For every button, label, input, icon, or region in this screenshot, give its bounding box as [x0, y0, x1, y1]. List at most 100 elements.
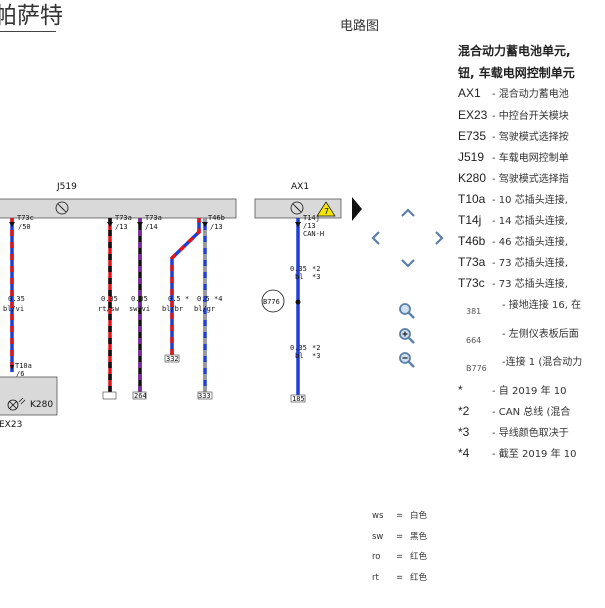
- connector-b776: B776: [261, 289, 285, 313]
- color-name: 白色: [410, 511, 428, 521]
- ground-number: 264: [134, 392, 147, 400]
- color-eq: =: [396, 511, 404, 521]
- pin-sub: /13: [115, 223, 128, 231]
- wire-t46b-13: T46b /13 0.5 *4 bl/gr 333: [194, 214, 225, 400]
- wire-t73c-50: T73c /50 0.35 bl/vi: [3, 214, 34, 372]
- legend-code: EX23: [458, 108, 488, 122]
- wire-color: rt/sw: [98, 305, 120, 313]
- magnifier-icon: [399, 303, 415, 319]
- document-title: 电路图: [340, 19, 380, 34]
- note-mark: *3: [458, 425, 470, 439]
- legend-code: T73a: [458, 255, 486, 269]
- legend-code: T73c: [458, 276, 485, 290]
- wire-mark: *2: [312, 265, 320, 273]
- legend-item: K280 - 驾驶模式选择指: [458, 169, 569, 187]
- legend-number: B776: [466, 364, 487, 373]
- zoom-in-button[interactable]: [397, 326, 417, 346]
- legend-numbered-item: B776 -连接 1 (混合动力: [458, 353, 583, 373]
- legend-note: *2- CAN 总线 (混合: [458, 402, 570, 420]
- note-desc: - 截至 2019 年 10: [492, 449, 577, 460]
- wire-color: bl: [295, 352, 303, 360]
- wire-mark: *3: [312, 273, 320, 281]
- legend-code: K280: [458, 171, 487, 185]
- zoom-fit-button[interactable]: [397, 301, 417, 321]
- ground-number: 332: [166, 355, 179, 363]
- wire-t73a-14: T73a /14 0.35 sw/vi 264: [129, 214, 162, 400]
- signal-label: CAN-H: [303, 230, 324, 238]
- pin-label: T73c: [17, 214, 34, 222]
- legend-title-line2: 钮, 车载电网控制单元: [458, 66, 575, 80]
- wire-color: bl: [295, 273, 303, 281]
- color-code: rt: [372, 573, 379, 583]
- legend-desc: - 73 芯插头连接,: [492, 279, 568, 290]
- wire-mark: *2: [312, 344, 320, 352]
- color-eq: =: [396, 552, 404, 562]
- zoom-out-button[interactable]: [397, 350, 417, 370]
- wire-size: 0.35: [101, 295, 118, 303]
- legend-item: T10a - 10 芯插头连接,: [458, 190, 568, 208]
- legend-note: *4 - 截至 2019 年 10: [458, 444, 577, 462]
- legend-item: T46b- 46 芯插头连接,: [458, 232, 568, 250]
- legend-desc: - 左侧仪表板后面: [502, 329, 579, 340]
- legend-desc: - 73 芯插头连接,: [492, 258, 568, 269]
- pan-up-button[interactable]: [398, 203, 418, 223]
- legend-item: T73c - 73 芯插头连接,: [458, 274, 568, 292]
- wire-size: 0.5: [197, 295, 210, 303]
- chevron-down-icon: [401, 259, 415, 268]
- legend-code: AX1: [458, 86, 481, 100]
- pin-sub: /13: [210, 223, 223, 231]
- wire-bl-br: 0.5 * bl/br 332: [162, 218, 201, 363]
- note-mark: *4: [458, 446, 470, 460]
- note-mark: *2: [458, 404, 470, 418]
- ground-number: 185: [292, 395, 305, 403]
- t10a-label: T10a: [15, 362, 32, 370]
- pin-label: T46b: [208, 214, 225, 222]
- legend-desc: - 驾驶模式选择指: [492, 174, 569, 185]
- legend-desc: - 接地连接 16, 在: [502, 300, 582, 311]
- legend-note: *3 - 导线颜色取决于: [458, 423, 569, 441]
- color-eq: =: [396, 573, 404, 583]
- note-desc: - 自 2019 年 10: [492, 386, 567, 397]
- pin-label: T73a: [115, 214, 132, 222]
- legend-desc: - 14 芯插头连接,: [492, 216, 568, 227]
- pin-label: T14j: [303, 214, 320, 222]
- label-j519: J519: [56, 182, 77, 192]
- pan-left-button[interactable]: [366, 228, 386, 248]
- panel-toggle-icon[interactable]: [352, 197, 362, 221]
- legend-desc: - 10 芯插头连接,: [492, 195, 568, 206]
- legend-code: T14j: [458, 213, 482, 227]
- pan-right-button[interactable]: [429, 228, 449, 248]
- color-code: sw: [372, 532, 384, 542]
- k280-label: K280: [30, 400, 53, 410]
- chevron-up-icon: [401, 208, 415, 217]
- legend-desc: - 中控台开关模块: [492, 111, 569, 122]
- legend-numbered-item: 381 - 接地连接 16, 在: [458, 296, 582, 316]
- wire-t14j-13: T14j /13 CAN-H 0.35 *2 bl *3 0.35 *2 bl …: [290, 214, 324, 403]
- pan-down-button[interactable]: [398, 253, 418, 273]
- legend-code: T10a: [458, 192, 486, 206]
- zoom-in-icon: [399, 328, 415, 344]
- legend-desc: -连接 1 (混合动力: [502, 357, 583, 368]
- pin-sub: /50: [18, 223, 31, 231]
- color-eq: =: [396, 532, 404, 542]
- color-name: 黑色: [410, 532, 428, 542]
- legend-desc: - 车载电网控制单: [492, 153, 569, 164]
- color-code: ws: [372, 511, 384, 521]
- wire-size: 0.35: [8, 295, 25, 303]
- wire-t73a-13: T73a /13 0.35 rt/sw: [98, 214, 132, 400]
- legend-item: J519- 车载电网控制单: [458, 148, 569, 166]
- note-desc: - 导线颜色取决于: [492, 428, 569, 439]
- legend-item: EX23 - 中控台开关模块: [458, 106, 569, 124]
- indicator-lamp-icon: [7, 397, 26, 411]
- wire-size: 0.5: [168, 295, 181, 303]
- t10a-sub: /6: [16, 370, 24, 378]
- legend-number: 381: [466, 307, 482, 316]
- wire-mark: *3: [312, 352, 320, 360]
- svg-text:7: 7: [324, 207, 329, 216]
- legend-desc: - 混合动力蓄电池: [492, 89, 569, 100]
- zoom-out-icon: [399, 352, 415, 368]
- wire-color: bl/gr: [194, 305, 215, 313]
- wire-size: 0.35: [290, 265, 307, 273]
- legend-item: E735- 驾驶模式选择按: [458, 127, 569, 145]
